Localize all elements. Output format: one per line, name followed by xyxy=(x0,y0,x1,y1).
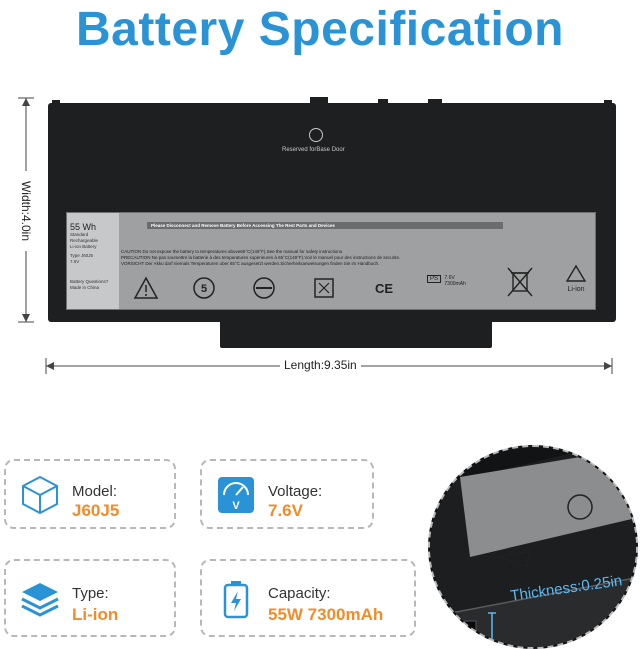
label-info-panel: 55 Wh Standard Rechargeable Li-ion Batte… xyxy=(67,213,119,309)
spec-card-model: Model: J60J5 xyxy=(4,459,176,529)
warning-triangle-icon xyxy=(133,276,159,299)
caution-en: CAUTION Do not expose the battery to tem… xyxy=(121,249,344,254)
svg-text:5: 5 xyxy=(201,283,207,295)
battery-tab xyxy=(428,99,442,105)
warning-bar: Please Disconnect and Remove Battery Bef… xyxy=(147,222,503,229)
battery-tab xyxy=(52,100,60,106)
spec-value: J60J5 xyxy=(72,501,120,520)
no-touch-icon xyxy=(309,128,323,142)
layers-icon xyxy=(21,583,59,617)
page-title: Battery Specification xyxy=(76,3,564,56)
label-voltage: 7.6V xyxy=(70,259,80,264)
svg-text:CE: CE xyxy=(375,281,393,296)
epup-5-icon: 5 xyxy=(193,277,215,299)
label-main-panel: Please Disconnect and Remove Battery Bef… xyxy=(121,215,591,309)
battery-tab xyxy=(604,100,612,106)
spec-card-capacity: Capacity: 55W 7300mAh xyxy=(200,559,416,637)
spec-value: 55W 7300mAh xyxy=(268,605,384,624)
spec-label: Type: xyxy=(72,585,109,602)
voltmeter-icon: V xyxy=(218,477,254,513)
battery-closeup xyxy=(430,447,636,647)
recycle-hazard-icon xyxy=(314,278,334,298)
spec-card-type: Type: Li-ion xyxy=(4,559,176,637)
spec-card-voltage: V Voltage: 7.6V xyxy=(200,459,374,529)
battery-connector xyxy=(220,318,492,348)
spec-label: Model: xyxy=(72,483,118,500)
label-capacity: 55 Wh xyxy=(70,222,97,232)
battery-tab xyxy=(378,99,388,105)
length-label: Length:9.35in xyxy=(280,358,361,372)
label-questions: Battery Questions? xyxy=(70,279,109,284)
battery-charge-icon xyxy=(223,581,249,619)
caution-fr: PRECAUTION Ne pas soumettre la batterie … xyxy=(121,255,401,260)
width-label: Width:4.0in xyxy=(14,168,38,258)
label-type-1: Standard Rechargeable xyxy=(70,232,99,243)
spec-label: Capacity: xyxy=(268,585,331,602)
label-type-2: Li-ion Battery xyxy=(70,244,97,249)
spec-value: Li-ion xyxy=(72,605,119,624)
battery-tab xyxy=(310,97,328,105)
battery-label: 55 Wh Standard Rechargeable Li-ion Batte… xyxy=(66,212,596,310)
no-disassemble-icon xyxy=(253,277,275,299)
crossed-bin-icon xyxy=(507,267,533,297)
label-model: Type J60J5 xyxy=(70,253,94,258)
svg-text:V: V xyxy=(232,500,240,512)
thickness-zoom: Thickness:0.25in xyxy=(428,445,638,649)
spec-value: 7.6V xyxy=(268,501,303,520)
reserved-text: Reserved forBase Door xyxy=(282,147,345,153)
cube-icon xyxy=(22,475,58,515)
spec-label: Voltage: xyxy=(268,483,323,500)
label-made-in: Made in China xyxy=(70,285,100,290)
li-ion-recycle-icon: Li-ion xyxy=(563,263,589,297)
caution-de: VORSICHT Der Akku darf niemals Temperatu… xyxy=(121,261,380,266)
ce-mark-icon: CE xyxy=(375,281,393,296)
